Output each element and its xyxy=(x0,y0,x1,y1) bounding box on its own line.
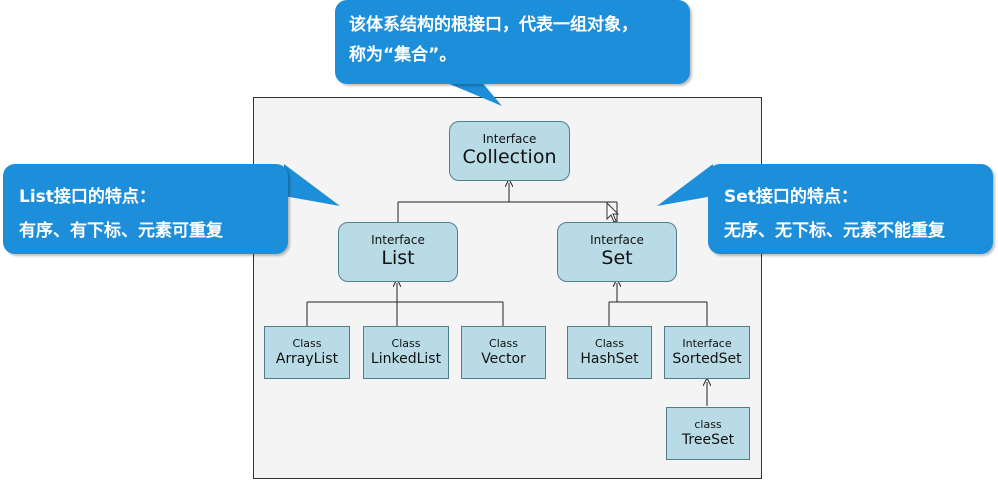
node-sortedset: Interface SortedSet xyxy=(664,326,750,379)
node-kind-label: class xyxy=(694,418,722,432)
callout-root-interface: 该体系结构的根接口，代表一组对象， 称为“集合”。 xyxy=(335,0,690,84)
node-kind-label: Interface xyxy=(482,132,537,147)
node-name-label: TreeSet xyxy=(681,431,735,448)
callout-set-line-2: 无序、无下标、元素不能重复 xyxy=(724,221,945,241)
node-name-label: SortedSet xyxy=(672,350,742,367)
callout-set-line-1: Set接口的特点： xyxy=(724,187,858,207)
callout-tail-root xyxy=(440,80,502,106)
node-vector: Class Vector xyxy=(461,326,546,379)
node-kind-label: Class xyxy=(292,337,322,351)
node-name-label: ArrayList xyxy=(275,350,339,367)
node-name-label: List xyxy=(381,246,415,269)
node-name-label: Set xyxy=(601,246,633,269)
node-name-label: HashSet xyxy=(580,350,639,367)
node-arraylist: Class ArrayList xyxy=(264,326,350,379)
callout-root-line-2: 称为“集合”。 xyxy=(349,45,457,65)
node-name-label: Vector xyxy=(481,350,526,367)
node-kind-label: Class xyxy=(391,337,421,351)
node-kind-label: Class xyxy=(489,337,518,351)
node-list: Interface List xyxy=(338,222,458,282)
node-name-label: LinkedList xyxy=(370,350,442,367)
callout-tail-list xyxy=(284,164,340,206)
node-kind-label: Interface xyxy=(590,233,644,248)
node-name-label: Collection xyxy=(462,145,557,168)
callout-list-line-1: List接口的特点： xyxy=(19,187,156,207)
callout-tail-set xyxy=(657,164,713,206)
callout-list-line-2: 有序、有下标、元素可重复 xyxy=(19,221,223,241)
node-kind-label: Class xyxy=(595,337,624,351)
node-linkedlist: Class LinkedList xyxy=(363,326,449,379)
callout-root-line-1: 该体系结构的根接口，代表一组对象， xyxy=(349,15,638,35)
node-kind-label: Interface xyxy=(682,337,732,351)
callout-list-features: List接口的特点： 有序、有下标、元素可重复 xyxy=(3,164,288,254)
node-kind-label: Interface xyxy=(371,233,425,248)
node-collection: Interface Collection xyxy=(449,121,570,181)
node-set: Interface Set xyxy=(557,222,677,282)
node-treeset: class TreeSet xyxy=(666,407,750,460)
callout-set-features: Set接口的特点： 无序、无下标、元素不能重复 xyxy=(708,164,993,254)
node-hashset: Class HashSet xyxy=(567,326,652,379)
